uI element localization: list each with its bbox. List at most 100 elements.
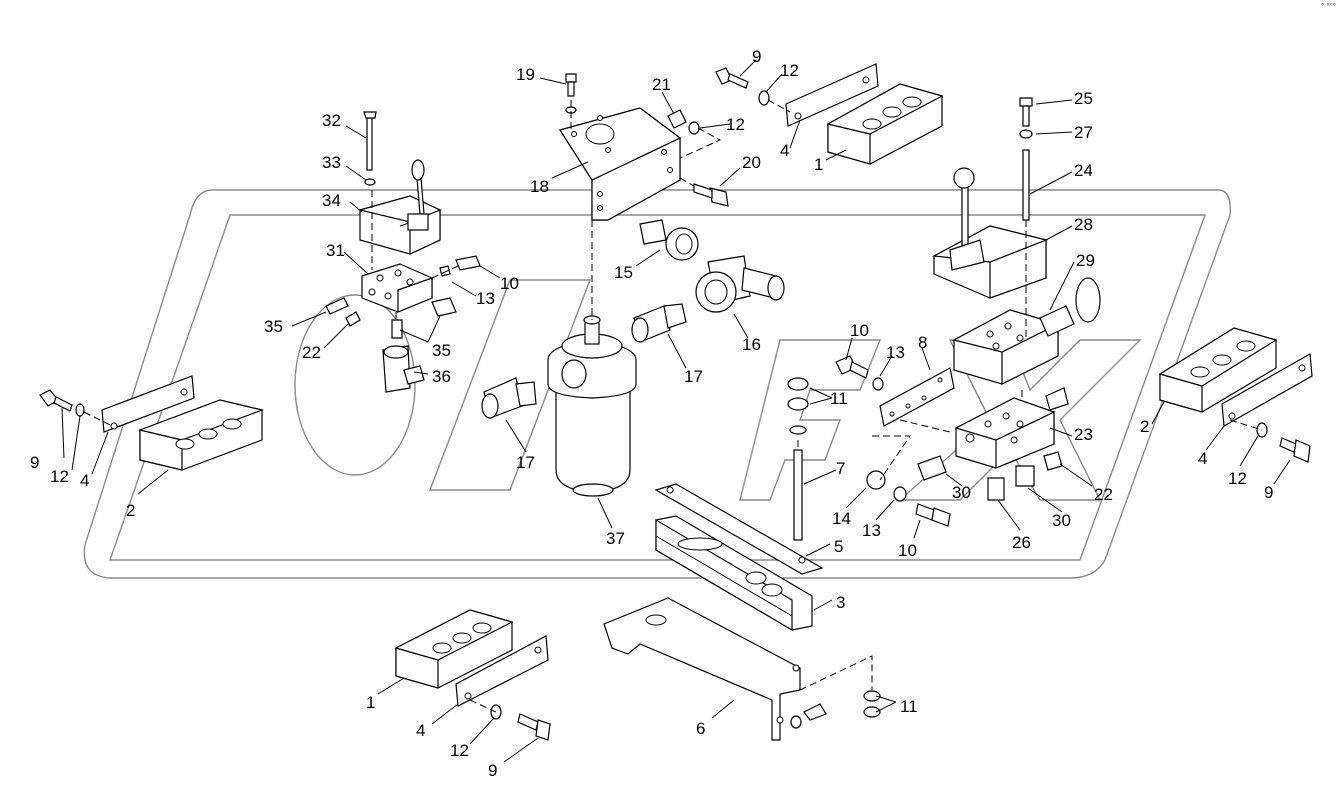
- callout-12: 12: [50, 467, 69, 486]
- callout-32: 32: [322, 111, 341, 130]
- callout-7: 7: [836, 459, 845, 478]
- callout-21: 21: [652, 75, 671, 94]
- callout-1: 1: [366, 693, 375, 712]
- callout-4: 4: [780, 141, 789, 160]
- left-bolt-9: [39, 389, 111, 426]
- fitting-17-upper: [631, 303, 687, 343]
- callout-20: 20: [742, 153, 761, 172]
- fitting-15: [639, 219, 699, 261]
- callout-28: 28: [1074, 215, 1093, 234]
- left-plate-4: [101, 375, 195, 433]
- top-plate-4: [785, 63, 879, 127]
- fitting-17-lower: [481, 377, 537, 419]
- manifold-block-31: [361, 263, 433, 313]
- callout-1: 1: [814, 155, 823, 174]
- callout-18: 18: [530, 177, 549, 196]
- support-bracket-6: [603, 597, 801, 741]
- bottom-mount-block-1: [394, 609, 514, 689]
- plate-5: [654, 483, 824, 575]
- callout-12: 12: [780, 61, 799, 80]
- leader-lines: [61, 59, 1291, 763]
- callout-9: 9: [30, 453, 39, 472]
- hand-valve-28: [932, 167, 1048, 299]
- bolt-20: [679, 177, 729, 207]
- tee-fitting-16: [695, 255, 785, 313]
- callout-31: 31: [326, 241, 345, 260]
- filter-bracket-18: [559, 107, 682, 221]
- top-bolt-9: [715, 67, 791, 113]
- callout-34: 34: [322, 191, 341, 210]
- callout-9: 9: [752, 47, 761, 66]
- callout-14: 14: [832, 509, 851, 528]
- callout-13: 13: [862, 521, 881, 540]
- callout-23: 23: [1074, 425, 1093, 444]
- fittings-35-22-36: [325, 255, 481, 393]
- callout-22: 22: [1094, 485, 1113, 504]
- callout-10: 10: [898, 541, 917, 560]
- callout-22: 22: [302, 343, 321, 362]
- callout-33: 33: [322, 153, 341, 172]
- callout-19: 19: [516, 65, 535, 84]
- callout-30: 30: [1052, 511, 1071, 530]
- bottom-bolt-9: [469, 699, 551, 741]
- callout-26: 26: [1012, 533, 1031, 552]
- callout-10: 10: [500, 274, 519, 293]
- callout-9: 9: [488, 761, 497, 780]
- callout-17: 17: [684, 367, 703, 386]
- nut-21-washer-12: [667, 109, 722, 159]
- callout-13: 13: [886, 343, 905, 362]
- callout-12: 12: [726, 115, 745, 134]
- callout-17: 17: [516, 453, 535, 472]
- callout-9: 9: [1264, 483, 1273, 502]
- bolt-32: [363, 111, 377, 186]
- callout-10: 10: [850, 321, 869, 340]
- bolt-19: [565, 73, 577, 130]
- corner-mark: ° °°°: [1320, 2, 1336, 11]
- valve-29: [952, 277, 1101, 385]
- hand-valve-34: [357, 159, 442, 255]
- callout-30: 30: [952, 483, 971, 502]
- callout-11: 11: [900, 697, 918, 716]
- callout-4: 4: [1198, 449, 1207, 468]
- right-mount-block-2: [1158, 327, 1278, 413]
- callout-12: 12: [450, 741, 469, 760]
- callout-4: 4: [416, 721, 425, 740]
- rail-3: [655, 515, 813, 632]
- manifold-23: [954, 397, 1056, 469]
- right-bolt-9: [1229, 419, 1311, 463]
- stud-24-25-27: [1019, 97, 1033, 221]
- callout-35: 35: [432, 341, 451, 360]
- callout-29: 29: [1076, 251, 1095, 270]
- callout-25: 25: [1074, 89, 1093, 108]
- callout-8: 8: [918, 333, 927, 352]
- callout-3: 3: [836, 593, 845, 612]
- plate-8: [879, 367, 955, 427]
- left-mount-block-2: [137, 399, 265, 471]
- callout-13: 13: [476, 289, 495, 308]
- callout-12: 12: [1228, 469, 1247, 488]
- bolts-10-13-14: [835, 355, 951, 527]
- stud-7-nuts-11: [787, 377, 809, 541]
- callout-2: 2: [1140, 417, 1149, 436]
- assembly-center-lines: [371, 190, 1027, 481]
- callout-37: 37: [606, 529, 625, 548]
- callout-24: 24: [1074, 161, 1093, 180]
- filter-37: [547, 220, 637, 497]
- callout-5: 5: [834, 537, 843, 556]
- callout-27: 27: [1074, 123, 1093, 142]
- bolt-nuts-11-lower: [790, 655, 881, 729]
- callout-15: 15: [614, 263, 633, 282]
- callout-labels: 19 9 12 21 12 32 33 34 31 10 13 35 22 35…: [30, 47, 1273, 780]
- fittings-26-30-22: [917, 387, 1069, 501]
- callout-36: 36: [432, 367, 451, 386]
- bottom-plate-4: [455, 635, 549, 707]
- callout-35: 35: [264, 317, 283, 336]
- callout-6: 6: [696, 719, 705, 738]
- callout-16: 16: [742, 335, 761, 354]
- callout-4: 4: [80, 471, 89, 490]
- callout-11: 11: [830, 389, 848, 408]
- callout-2: 2: [126, 501, 135, 520]
- right-plate-4: [1221, 353, 1313, 427]
